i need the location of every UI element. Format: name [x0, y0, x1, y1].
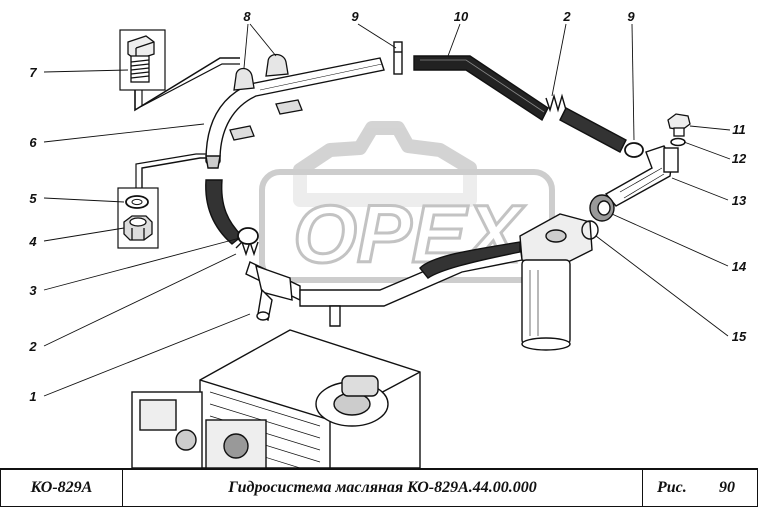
callout-2-left: 2	[29, 339, 37, 354]
bolt-leader-7b	[141, 63, 240, 107]
figure-label: Рис.	[657, 479, 687, 496]
callout-2-top: 2	[563, 9, 571, 24]
clamp-part-3	[237, 227, 259, 245]
callout-1: 1	[29, 389, 37, 404]
ring-part-15	[581, 220, 599, 240]
spring-part-2-top	[545, 93, 567, 113]
callout-13: 13	[731, 193, 747, 208]
fastener-box-4-5	[117, 187, 159, 249]
washer-hole	[131, 198, 143, 206]
bolt-leader-7	[134, 57, 240, 112]
hose-segment-right	[559, 107, 627, 153]
callout-4: 4	[29, 234, 37, 249]
spring-part-2-lower	[235, 239, 259, 257]
callout-15: 15	[731, 329, 747, 344]
elbow-part-13	[604, 145, 679, 207]
hydraulic-system-drawing: OPEX	[43, 23, 731, 468]
callout-14: 14	[731, 259, 747, 274]
clamp-part-8	[229, 53, 303, 141]
callout-9-left: 9	[351, 9, 359, 24]
callout-10: 10	[453, 9, 469, 24]
model-code: КО-829А	[1, 470, 123, 506]
leader-lines	[43, 23, 731, 397]
figure-number: 90	[719, 479, 735, 496]
nut-part-14	[589, 194, 615, 222]
callout-12: 12	[731, 151, 747, 166]
callout-11: 11	[732, 122, 746, 137]
tee-fitting	[255, 264, 293, 322]
callout-8: 8	[243, 9, 251, 24]
callout-9-right: 9	[627, 9, 635, 24]
hose-part-10	[413, 55, 549, 122]
clamp-part-9	[624, 142, 644, 158]
plug-part-11	[667, 113, 691, 137]
pipe-part-6	[205, 57, 385, 169]
nut-part-4	[123, 215, 153, 241]
figure-ref: Рис. 90	[643, 470, 757, 506]
bolt-part-7	[127, 35, 155, 83]
fastener-leader	[141, 157, 212, 188]
pump-assembly	[131, 391, 267, 468]
callout-7: 7	[29, 65, 37, 80]
fastener-leader-b	[135, 153, 210, 188]
callout-3: 3	[29, 283, 37, 298]
title-block: КО-829А Гидросистема масляная КО-829А.44…	[0, 468, 758, 507]
nozzle-part-9	[393, 41, 403, 75]
callout-6: 6	[29, 135, 37, 150]
callout-5: 5	[29, 191, 37, 206]
filter-housing	[519, 213, 593, 351]
drawing-title: Гидросистема масляная КО-829А.44.00.000	[123, 470, 643, 506]
ring-part-12	[670, 137, 686, 147]
